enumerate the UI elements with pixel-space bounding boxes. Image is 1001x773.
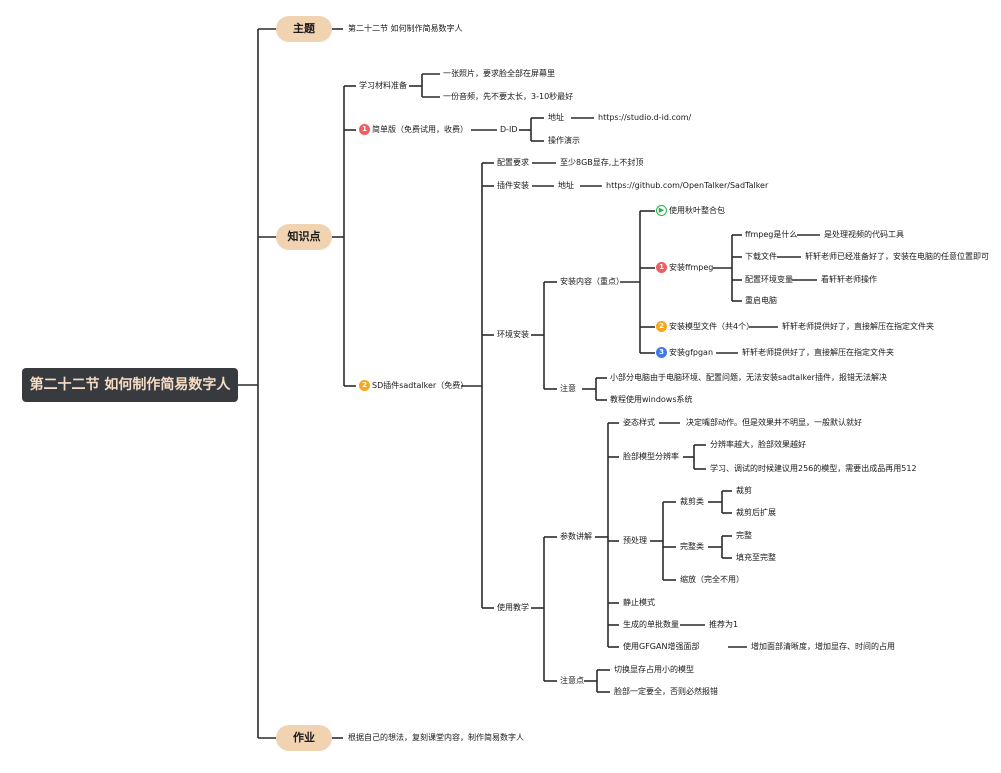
pose-node: 姿态样式 — [623, 418, 655, 427]
materials-node: 学习材料准备 — [359, 81, 407, 90]
topic-node: 主题 — [276, 16, 332, 42]
config-node: 配置要求 — [497, 158, 529, 167]
env-note-item: 小部分电脑由于电脑环境、配置问题，无法安装sadtalker插件，报错无法解决 — [610, 373, 887, 382]
pack-node: ▶使用秋叶整合包 — [656, 205, 725, 217]
ffmpeg-download-value: 轩轩老师已经准备好了，安装在电脑的任意位置即可 — [805, 252, 989, 261]
face-item: 分辨率越大，脸部效果越好 — [710, 440, 806, 449]
gfpgan-label: 安装gfpgan — [669, 348, 714, 357]
pose-value: 决定嘴部动作。但是效果并不明显，一般默认就好 — [686, 418, 862, 427]
crop-node: 裁剪类 — [680, 497, 704, 506]
gfgan-value: 增加面部清晰度，增加显存、时间的占用 — [751, 642, 895, 651]
did-demo: 操作演示 — [548, 136, 580, 145]
number-2-badge: 2 — [656, 321, 667, 332]
number-1-badge: 1 — [656, 262, 667, 273]
full-node: 完整类 — [680, 542, 704, 551]
gfpgan-value: 轩轩老师提供好了，直接解压在指定文件夹 — [742, 348, 894, 357]
usage-notes-node: 注意点 — [560, 676, 584, 685]
crop-item: 裁剪 — [736, 486, 752, 495]
ffmpeg-env-value: 看轩轩老师操作 — [821, 275, 877, 284]
batch-value: 推荐为1 — [709, 620, 739, 629]
ffmpeg-what: ffmpeg是什么 — [745, 230, 798, 239]
config-value: 至少8GB显存,上不封顶 — [560, 158, 644, 167]
topic-text: 第二十二节 如何制作简易数字人 — [348, 24, 463, 33]
did-address-label: 地址 — [548, 113, 564, 122]
ffmpeg-label: 安装ffmpeg — [669, 263, 714, 272]
materials-item: 一张照片，要求脸全部在屏幕里 — [443, 69, 555, 78]
install-node: 安装内容（重点） — [560, 277, 624, 286]
full-item: 填充至完整 — [736, 553, 776, 562]
did-node: D-ID — [500, 125, 518, 134]
materials-item: 一份音频，先不要太长，3-10秒最好 — [443, 92, 574, 101]
number-1-badge: 1 — [359, 124, 370, 135]
knowledge-node: 知识点 — [276, 224, 332, 250]
usage-node: 使用教学 — [497, 603, 529, 612]
number-2-badge: 2 — [359, 380, 370, 391]
model-label: 安装模型文件（共4个） — [669, 322, 755, 331]
did-address-link[interactable]: https://studio.d-id.com/ — [598, 113, 692, 122]
ffmpeg-env: 配置环境变量 — [745, 275, 793, 284]
params-node: 参数讲解 — [560, 532, 592, 541]
resize-node: 缩放（完全不用） — [680, 575, 744, 584]
plugin-node: 插件安装 — [497, 181, 529, 190]
still-node: 静止模式 — [623, 598, 655, 607]
crop-item: 裁剪后扩展 — [736, 508, 776, 517]
full-item: 完整 — [736, 531, 752, 540]
homework-node: 作业 — [276, 725, 332, 751]
sd-label: SD插件sadtalker（免费） — [372, 381, 469, 390]
plugin-address-label: 地址 — [558, 181, 574, 190]
gfgan-node: 使用GFGAN增强面部 — [623, 642, 700, 651]
root-node: 第二十二节 如何制作简易数字人 — [22, 368, 238, 402]
env-node: 环境安装 — [497, 330, 529, 339]
simple-label: 简单版（免费试用，收费） — [372, 125, 468, 134]
face-node: 脸部模型分辨率 — [623, 452, 679, 461]
homework-text: 根据自己的想法，复刻课堂内容，制作简易数字人 — [348, 733, 524, 742]
play-icon: ▶ — [656, 205, 667, 216]
usage-note-item: 脸部一定要全，否则必然报错 — [614, 687, 718, 696]
ffmpeg-download: 下载文件 — [745, 252, 777, 261]
face-item: 学习、调试的时候建议用256的模型，需要出成品再用512 — [710, 464, 917, 473]
env-note-node: 注意 — [560, 384, 576, 393]
pack-label: 使用秋叶整合包 — [669, 206, 725, 215]
ffmpeg-restart: 重启电脑 — [745, 296, 777, 305]
preprocess-node: 预处理 — [623, 536, 647, 545]
batch-node: 生成的单批数量 — [623, 620, 679, 629]
number-3-badge: 3 — [656, 347, 667, 358]
model-value: 轩轩老师提供好了，直接解压在指定文件夹 — [782, 322, 934, 331]
usage-note-item: 切换显存占用小的模型 — [614, 665, 694, 674]
ffmpeg-what-value: 是处理视频的代码工具 — [824, 230, 904, 239]
env-note-item: 教程使用windows系统 — [610, 395, 693, 404]
plugin-address-link[interactable]: https://github.com/OpenTalker/SadTalker — [606, 181, 769, 190]
